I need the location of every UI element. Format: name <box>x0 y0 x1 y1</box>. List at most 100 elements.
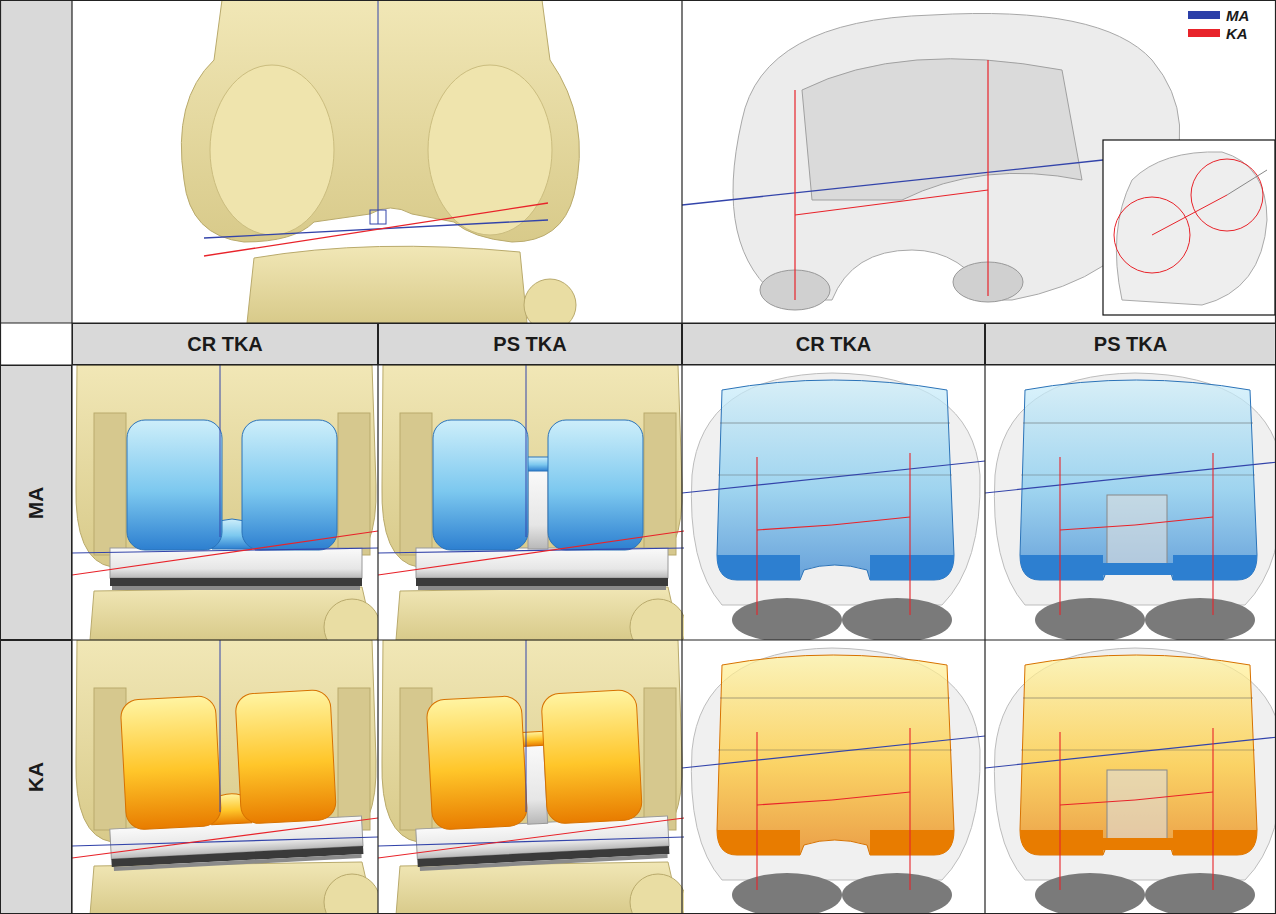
tibial-tray <box>114 854 362 871</box>
medial-condyle <box>210 65 334 235</box>
legend-swatch <box>1188 29 1220 37</box>
column-header: PS TKA <box>378 323 682 365</box>
bone-cut <box>338 688 370 830</box>
tibial-tray <box>112 586 360 590</box>
axis-line <box>526 365 527 537</box>
cut-edge <box>1021 750 1255 751</box>
axis-line <box>682 461 985 493</box>
condyle-end <box>1173 830 1257 855</box>
legend-swatch <box>1188 11 1220 19</box>
femoral-component <box>717 655 954 855</box>
femur-outline <box>691 648 980 880</box>
femur-outline <box>994 648 1276 880</box>
axis-line <box>1135 517 1213 525</box>
bone-cut <box>644 688 676 830</box>
femur-outline <box>691 373 980 605</box>
femur <box>76 640 376 842</box>
bone-cut <box>94 413 126 555</box>
right-angle-mark <box>370 210 386 224</box>
bone-cut <box>644 413 676 555</box>
femoral-condyle <box>426 695 528 830</box>
row-label: KA <box>0 640 72 914</box>
condyle-shadow <box>1145 598 1255 640</box>
axis-line <box>72 531 378 575</box>
implant-front-view <box>72 640 378 914</box>
femoral-component <box>1020 655 1257 855</box>
implant-front-view <box>378 365 684 640</box>
femoral-condyle <box>548 420 643 550</box>
femoral-condyle <box>120 695 222 830</box>
corner-cell <box>0 0 72 323</box>
cut-edge <box>720 698 950 699</box>
femur-outline <box>994 373 1276 605</box>
cut-edge <box>1023 698 1253 699</box>
legend-row: KA <box>1188 24 1249 42</box>
axis-line <box>204 203 548 256</box>
femoral-condyle <box>127 420 222 550</box>
axis-line <box>378 548 684 553</box>
tibia <box>247 246 527 323</box>
bone-cut <box>94 688 126 830</box>
inset-panel <box>1103 140 1275 315</box>
implant-distal-view <box>985 648 1276 914</box>
fibula <box>524 279 576 323</box>
femoral-component <box>1020 380 1257 580</box>
axis-line <box>794 90 795 300</box>
header-text: CR TKA <box>187 333 263 356</box>
axis-line <box>757 525 832 530</box>
column-header: PS TKA <box>985 323 1276 365</box>
tibial-tray <box>110 578 362 586</box>
fibula <box>324 874 378 914</box>
header-text: KA <box>24 762 48 792</box>
cam-bar <box>1103 563 1173 575</box>
header-text: CR TKA <box>796 333 872 356</box>
femur <box>382 640 682 842</box>
condyle-end <box>1020 555 1103 580</box>
tibial-tray <box>420 854 668 871</box>
condyle-end <box>717 830 800 855</box>
grid-line <box>377 323 378 914</box>
cut-edge <box>718 475 952 476</box>
legend-text: MA <box>1226 7 1249 24</box>
tibial-insert <box>110 548 362 578</box>
cam-bar <box>1103 838 1173 850</box>
axis-line <box>1059 457 1060 615</box>
axis-line <box>72 818 378 858</box>
axis-line <box>378 531 684 575</box>
bone-cut <box>400 688 432 830</box>
fibula <box>324 599 378 640</box>
femoral-condyle <box>235 689 337 824</box>
condyle-shadow <box>732 598 842 640</box>
axis-line <box>220 365 221 537</box>
column-header: CR TKA <box>72 323 378 365</box>
femoral-condyle <box>541 689 643 824</box>
cut-edge <box>720 423 950 424</box>
condyle-end <box>870 555 954 580</box>
knee-distal-view <box>682 13 1275 315</box>
condyle-shadow <box>1145 873 1255 914</box>
implant-distal-view <box>682 373 985 640</box>
axis-line <box>220 640 221 812</box>
axis-line <box>909 453 910 615</box>
axis-line <box>1060 525 1135 530</box>
box-cut <box>1107 495 1167 570</box>
femoral-condyle <box>433 420 528 550</box>
axis-line <box>795 190 988 215</box>
bone-cut <box>400 413 432 555</box>
femur <box>382 365 682 567</box>
axis-line <box>832 792 910 800</box>
column-header: CR TKA <box>682 323 985 365</box>
axis-line <box>757 800 832 805</box>
bone-cut <box>338 413 370 555</box>
bone-outline <box>1116 152 1267 305</box>
grid-line <box>984 323 985 914</box>
axis-line <box>1059 732 1060 890</box>
legend-row: MA <box>1188 6 1249 24</box>
femoral-component <box>717 380 954 580</box>
condyle-shadow <box>1035 873 1145 914</box>
implant-distal-view <box>682 648 985 914</box>
grid-line <box>681 0 682 914</box>
